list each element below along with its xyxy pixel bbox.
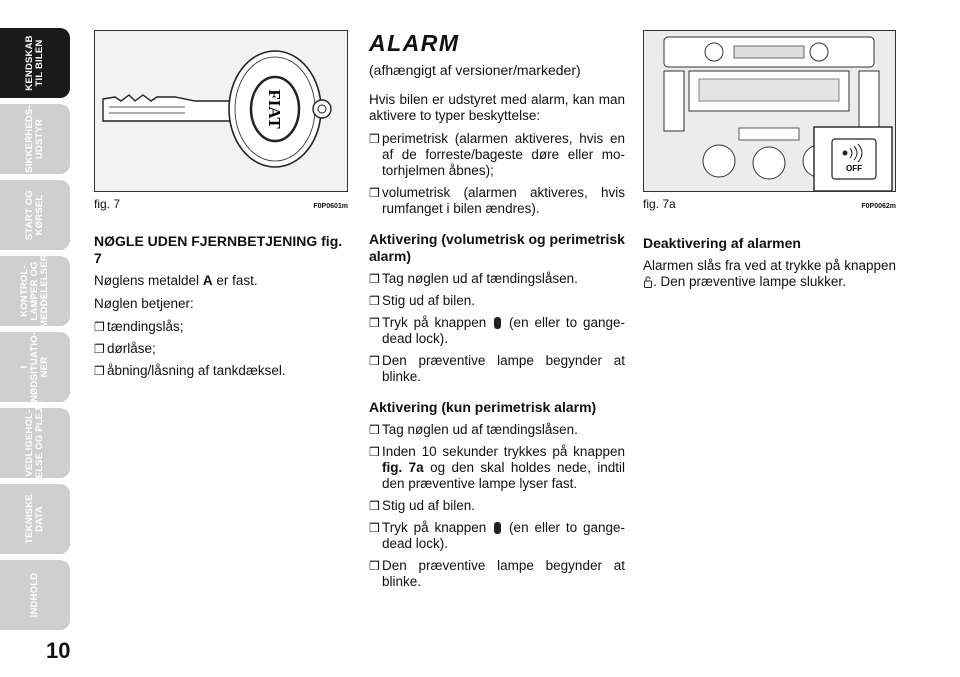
figure-caption: fig. 7a bbox=[643, 197, 676, 211]
list-item: ❒tændingslås; bbox=[94, 319, 348, 335]
list-item: ❒Tag nøglen ud af tændingslåsen. bbox=[369, 271, 625, 287]
tab-label: KONTROL- LAMPER OG MEDDELELSER bbox=[19, 254, 50, 328]
text: (en eller to gange- dead lock). bbox=[382, 520, 625, 551]
list-item-text: Tag nøglen ud af tændingslåsen. bbox=[382, 271, 578, 286]
tab-nodsituationer[interactable]: I NØDSITUATIO- NER bbox=[0, 332, 70, 402]
tab-start-og-korsel[interactable]: START OG KØRSEL bbox=[0, 180, 70, 250]
list-item-text: tændingslås; bbox=[107, 319, 184, 334]
checkbox-glyph: ❒ bbox=[369, 521, 380, 535]
tab-label: I NØDSITUATIO- NER bbox=[19, 331, 50, 403]
tab-label: VEDLIGEHOL- DELSE OG PLEJE bbox=[24, 400, 45, 486]
list-item: ❒åbning/låsning af tankdæksel. bbox=[94, 363, 348, 379]
list-item: ❒Tag nøglen ud af tændingslåsen. bbox=[369, 422, 625, 438]
section-heading: Deaktivering af alarmen bbox=[643, 235, 801, 251]
tab-indhold[interactable]: INDHOLD bbox=[0, 560, 70, 630]
list-item-text: perimetrisk (alarmen aktiveres, hvis en … bbox=[382, 131, 625, 178]
paragraph: Nøglens metaldel A er fast. bbox=[94, 273, 348, 289]
unlock-button-icon bbox=[644, 276, 652, 288]
tab-label: INDHOLD bbox=[29, 572, 40, 618]
list-item: ❒Stig ud af bilen. bbox=[369, 293, 625, 309]
list-item-text: dørlåse; bbox=[107, 341, 156, 356]
list-item: ❒Inden 10 sekunder trykkes på knappen fi… bbox=[369, 444, 625, 492]
tab-label: SIKKERHEDS- UDSTYR bbox=[24, 105, 45, 173]
figure-code: F0P0601m bbox=[313, 203, 348, 210]
text: er fast. bbox=[212, 273, 258, 288]
list-item-text: Den præventive lampe begynder at blinke. bbox=[382, 558, 625, 589]
checkbox-glyph: ❒ bbox=[94, 342, 105, 356]
section-heading: NØGLE UDEN FJERNBETJENING fig. 7 bbox=[94, 233, 343, 266]
figure-key: FIAT bbox=[94, 30, 348, 192]
text: Tryk på knappen bbox=[382, 315, 493, 330]
page-title: ALARM bbox=[369, 30, 460, 56]
tab-label: START OG KØRSEL bbox=[24, 190, 45, 240]
text-bold: fig. 7a bbox=[382, 460, 424, 475]
checkbox-glyph: ❒ bbox=[369, 272, 380, 286]
text: og den skal holdes nede, indtil den præv… bbox=[382, 460, 625, 491]
tab-kendskab-til-bilen[interactable]: KENDSKAB TIL BILEN bbox=[0, 28, 70, 98]
text-bold: A bbox=[202, 273, 213, 288]
paragraph: Alarmen slås fra ved at trykke på knappe… bbox=[643, 258, 896, 290]
text: Inden 10 sekunder trykkes på knappen bbox=[382, 444, 625, 459]
checkbox-glyph: ❒ bbox=[369, 499, 380, 513]
list-item-text: Tag nøglen ud af tændingslåsen. bbox=[382, 422, 578, 437]
figure-code: F0P0062m bbox=[861, 203, 896, 210]
dashboard-illustration: OFF bbox=[644, 31, 895, 191]
text: . Den præventive lampe slukker. bbox=[653, 274, 846, 289]
list-item: ❒Stig ud af bilen. bbox=[369, 498, 625, 514]
checkbox-glyph: ❒ bbox=[94, 320, 105, 334]
column-dashboard: OFF fig. 7a F0P0062m Deaktivering af ala… bbox=[643, 30, 896, 297]
list-item: ❒Tryk på knappen (en eller to gange- dea… bbox=[369, 315, 625, 347]
checkbox-glyph: ❒ bbox=[369, 294, 380, 308]
section-heading: Aktivering (kun perimetrisk alarm) bbox=[369, 399, 597, 415]
key-illustration: FIAT bbox=[102, 50, 332, 168]
paragraph: Hvis bilen er udstyret med alarm, kan ma… bbox=[369, 92, 625, 123]
checkbox-glyph: ❒ bbox=[369, 445, 380, 459]
list-item-text: Den præventive lampe begynder at blinke. bbox=[382, 353, 625, 384]
lock-button-icon bbox=[494, 522, 502, 534]
checkbox-glyph: ❒ bbox=[369, 132, 380, 146]
tab-label: KENDSKAB TIL BILEN bbox=[24, 35, 45, 91]
list-item: ❒dørlåse; bbox=[94, 341, 348, 357]
figure-caption: fig. 7 bbox=[94, 197, 121, 211]
off-button-label: OFF bbox=[846, 164, 862, 173]
list-item: ❒volumetrisk (alarmen aktiveres, hvis ru… bbox=[369, 185, 625, 217]
column-alarm: ALARM (afhængigt af versioner/markeder) … bbox=[369, 30, 625, 596]
subtitle: (afhængigt af versioner/markeder) bbox=[369, 62, 581, 78]
list-item: ❒Tryk på knappen (en eller to gange- dea… bbox=[369, 520, 625, 552]
list-item: ❒Den præventive lampe begynder at blinke… bbox=[369, 558, 625, 590]
lock-button-icon bbox=[494, 317, 502, 329]
section-heading: Aktivering (volumetrisk og perimetrisk a… bbox=[369, 231, 625, 264]
text: Alarmen slås fra ved at trykke på knappe… bbox=[643, 258, 896, 273]
text: (en eller to gange- dead lock). bbox=[382, 315, 625, 346]
list-item-text: Stig ud af bilen. bbox=[382, 293, 476, 308]
list-item-text: Stig ud af bilen. bbox=[382, 498, 476, 513]
tab-sikkerhedsudstyr[interactable]: SIKKERHEDS- UDSTYR bbox=[0, 104, 70, 174]
fiat-logo: FIAT bbox=[265, 89, 284, 129]
text: Nøglens metaldel bbox=[94, 273, 203, 288]
checkbox-glyph: ❒ bbox=[369, 423, 380, 437]
checkbox-glyph: ❒ bbox=[369, 186, 380, 200]
list-item-text: volumetrisk (alarmen aktiveres, hvis rum… bbox=[382, 185, 625, 216]
list-item-text: åbning/låsning af tankdæksel. bbox=[107, 363, 286, 378]
checkbox-glyph: ❒ bbox=[369, 354, 380, 368]
paragraph: Nøglen betjener: bbox=[94, 296, 194, 311]
tab-kontrollamper[interactable]: KONTROL- LAMPER OG MEDDELELSER bbox=[0, 254, 70, 328]
tab-tekniske-data[interactable]: TEKNISKE DATA bbox=[0, 484, 70, 554]
tab-label: TEKNISKE DATA bbox=[24, 494, 45, 544]
list-item: ❒Den præventive lampe begynder at blinke… bbox=[369, 353, 625, 385]
list-item: ❒perimetrisk (alarmen aktiveres, hvis en… bbox=[369, 131, 625, 179]
checkbox-glyph: ❒ bbox=[369, 559, 380, 573]
tab-vedligeholdelse[interactable]: VEDLIGEHOL- DELSE OG PLEJE bbox=[0, 401, 70, 485]
figure-dashboard: OFF bbox=[643, 30, 896, 192]
text: Tryk på knappen bbox=[382, 520, 493, 535]
column-key: FIAT fig. 7 F0P0601m NØGLE UDEN FJERNBET… bbox=[94, 30, 348, 385]
checkbox-glyph: ❒ bbox=[94, 364, 105, 378]
checkbox-glyph: ❒ bbox=[369, 316, 380, 330]
page-number: 10 bbox=[46, 638, 71, 663]
